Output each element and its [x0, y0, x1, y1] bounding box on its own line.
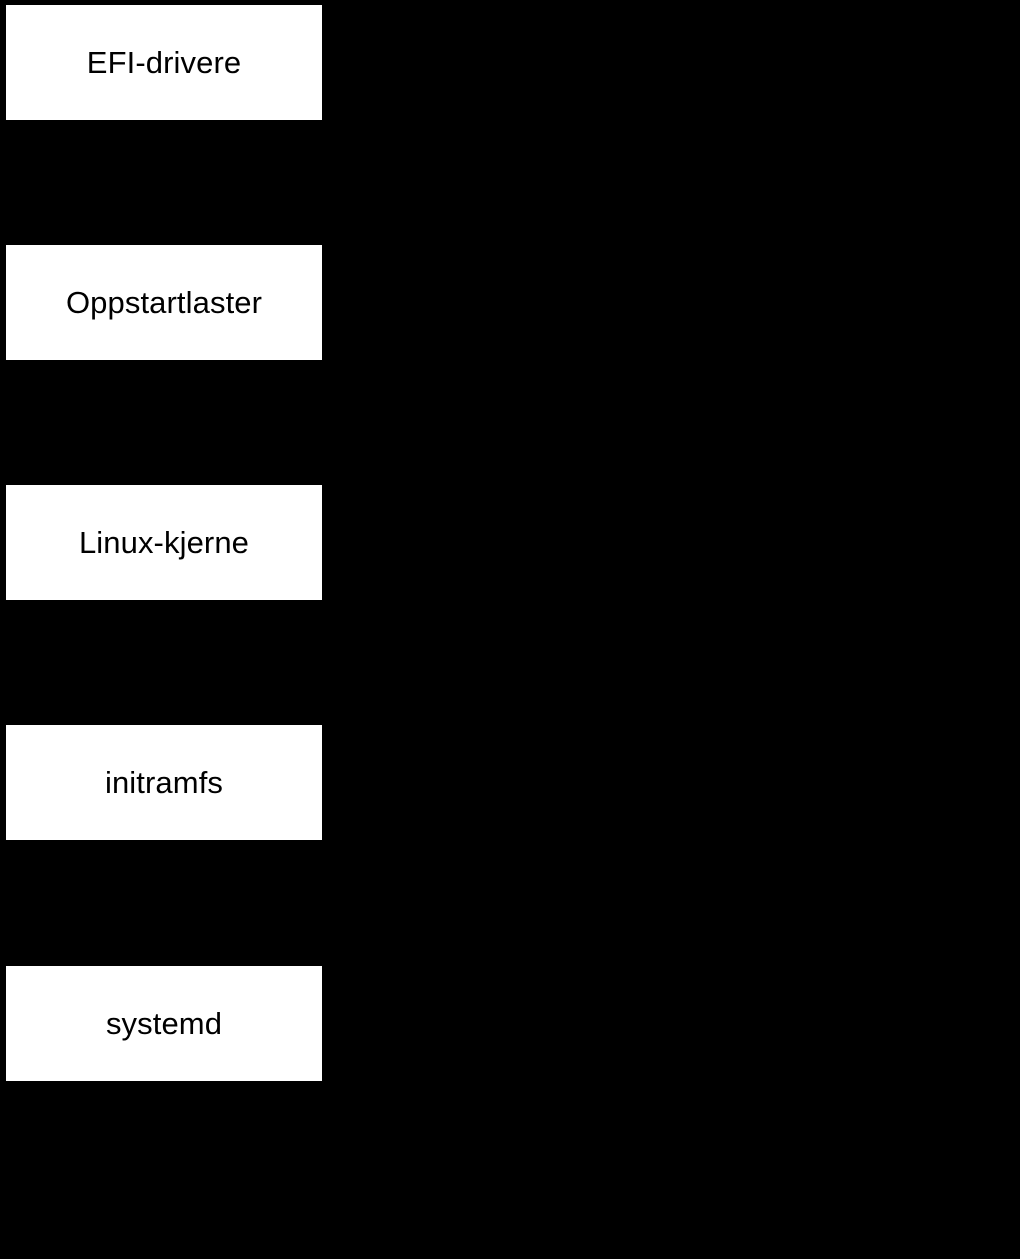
stage-box-systemd: systemd	[6, 966, 322, 1081]
stage-label-systemd: systemd	[105, 1006, 223, 1041]
stage-connector-gap-4	[6, 840, 322, 965]
stage-connector-gap-2	[6, 360, 322, 485]
stage-box-initramfs: initramfs	[6, 725, 322, 840]
stage-label-initramfs: initramfs	[104, 765, 224, 800]
stage-box-linux-kjerne: Linux-kjerne	[6, 485, 322, 600]
stage-connector-gap-1	[6, 120, 322, 245]
stage-label-linux-kjerne: Linux-kjerne	[78, 525, 250, 560]
stage-label-efi-drivere: EFI-drivere	[86, 45, 242, 80]
diagram-empty-right-region	[322, 0, 1020, 1259]
diagram-empty-bottom-region	[0, 1081, 322, 1259]
stage-box-oppstartlaster: Oppstartlaster	[6, 245, 322, 360]
stage-label-oppstartlaster: Oppstartlaster	[65, 285, 263, 320]
stage-box-efi-drivere: EFI-drivere	[6, 5, 322, 120]
stage-connector-gap-3	[6, 600, 322, 725]
